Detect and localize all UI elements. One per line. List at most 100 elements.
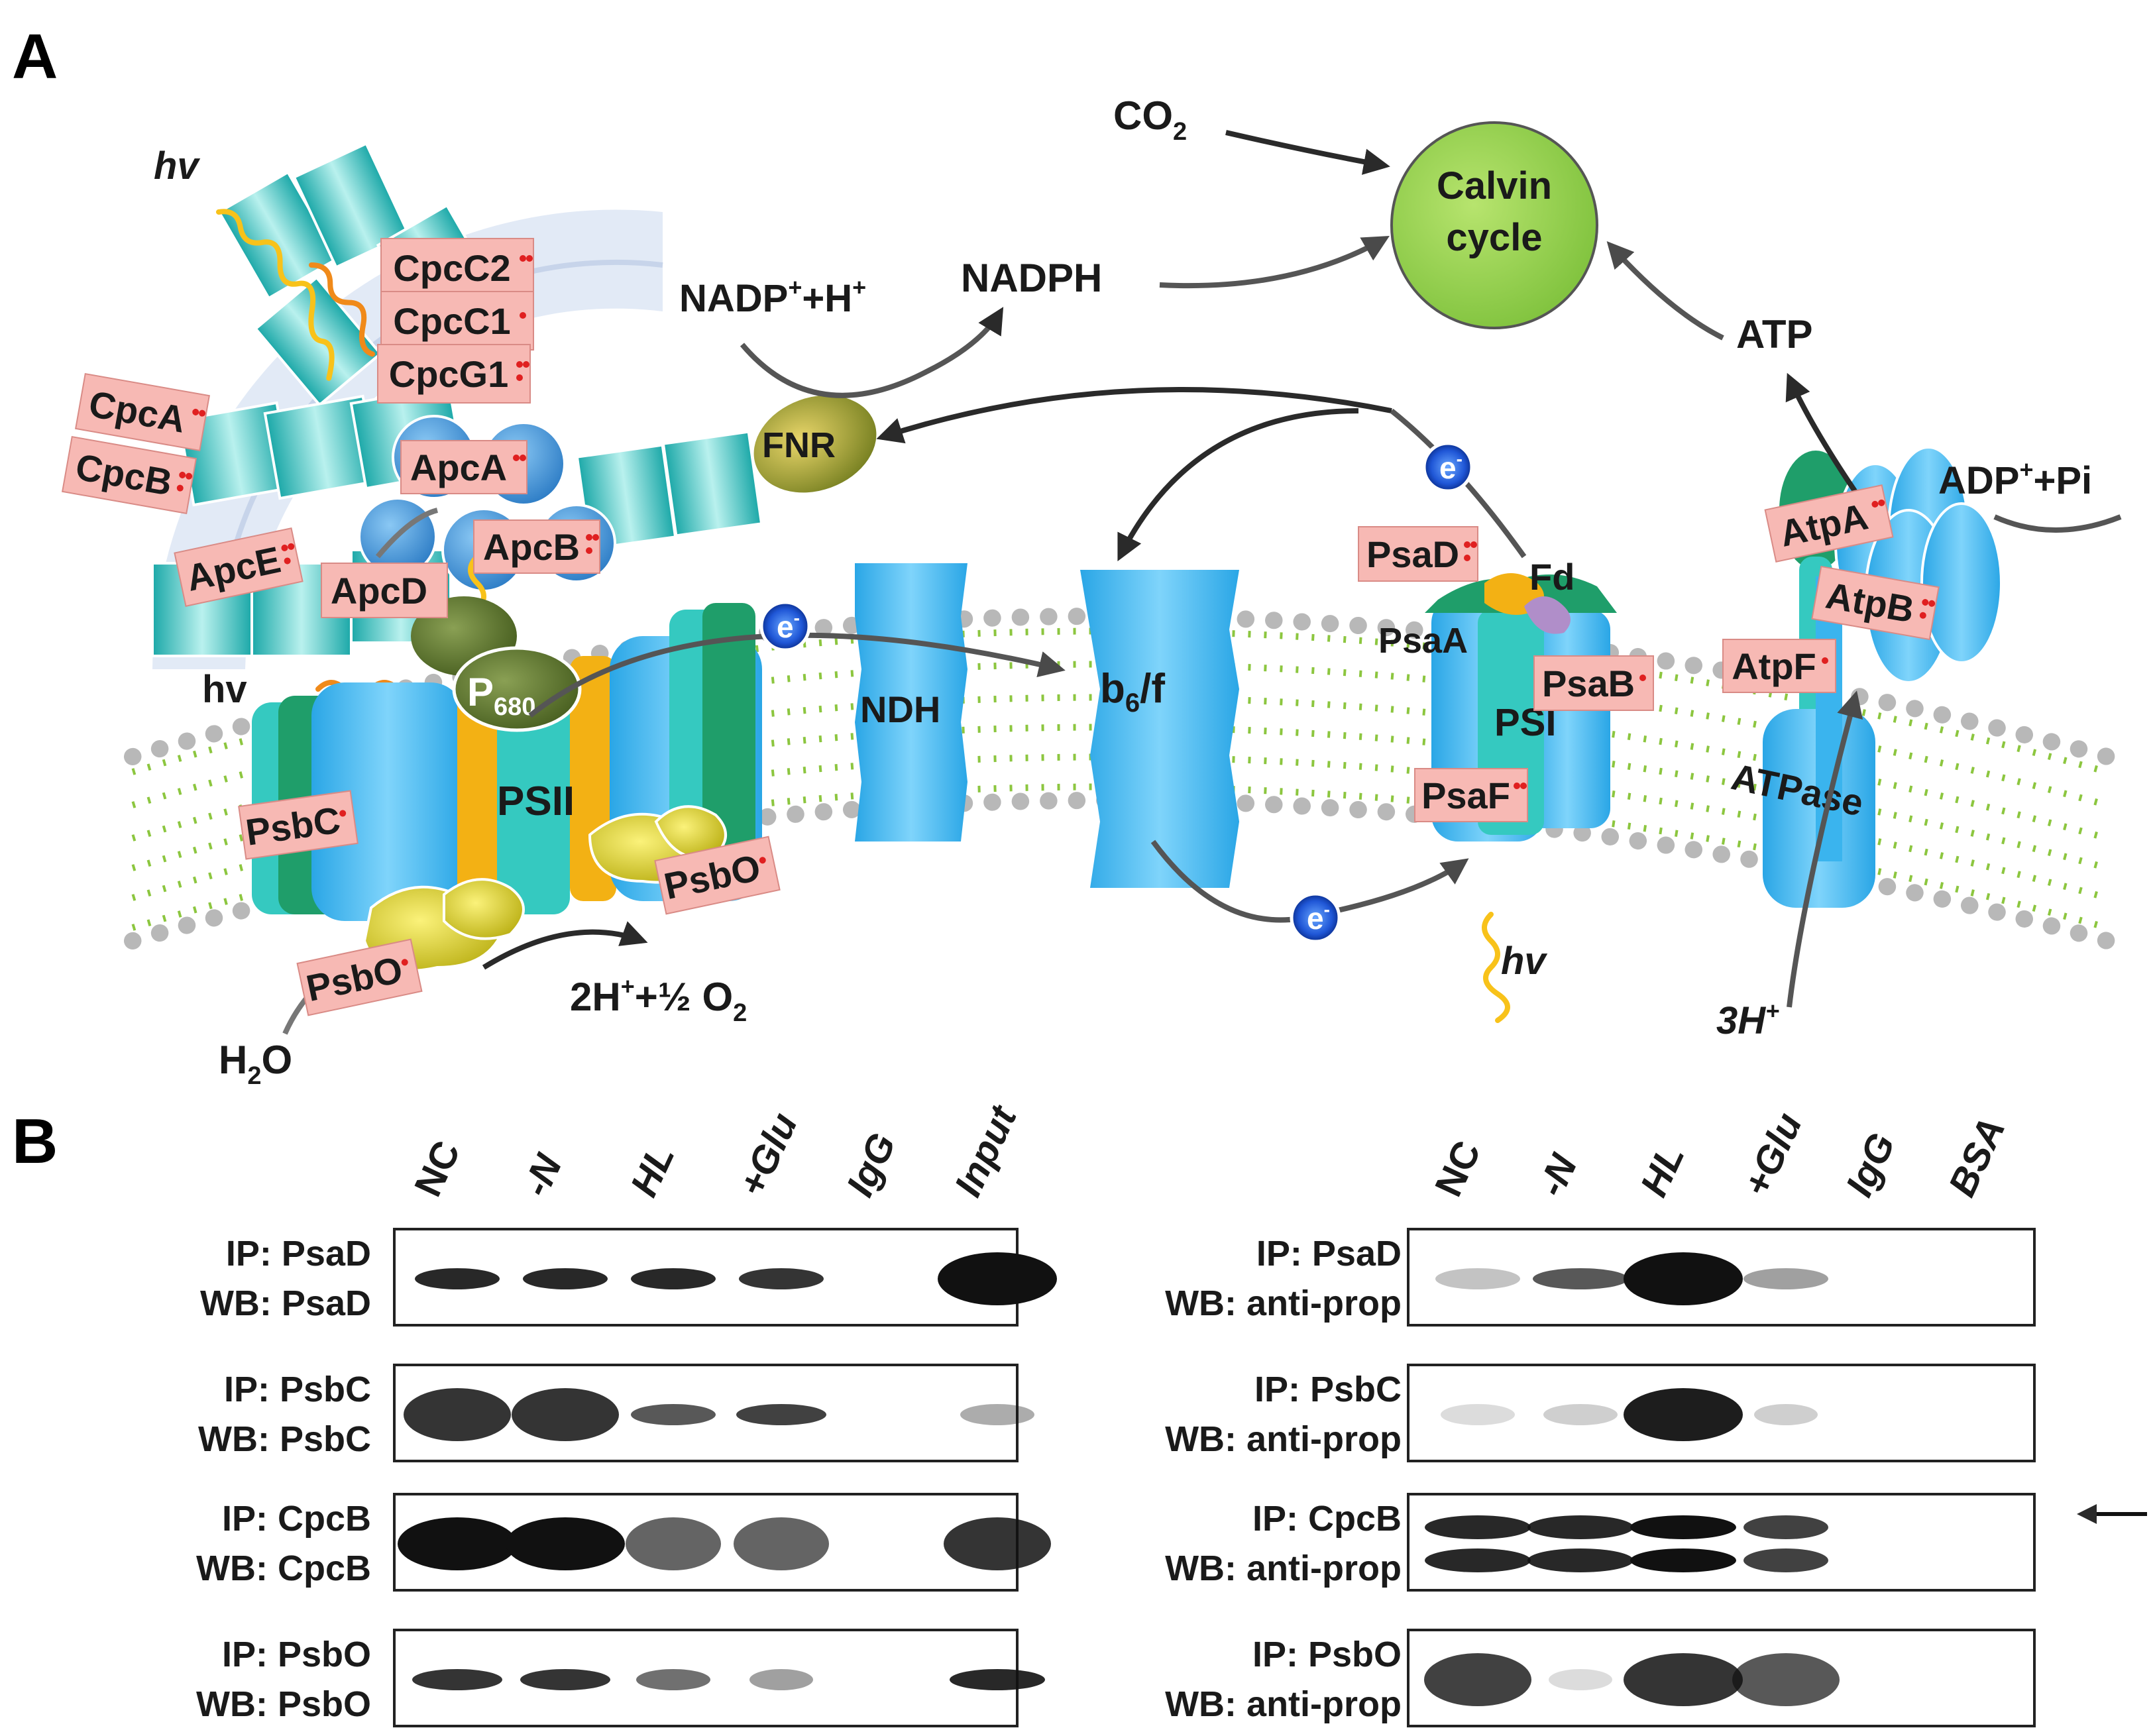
label-psab: PsaB (1533, 655, 1654, 711)
left-lane-3: +Glu (730, 1107, 806, 1203)
label-apcb: ApcB (473, 519, 600, 574)
p680-label: P680 (467, 670, 535, 721)
co2-label: CO2 (1113, 93, 1187, 146)
label-psbo-a: PsbO (296, 938, 423, 1016)
right-wb-label-0: WB: anti-prop (1165, 1283, 1402, 1323)
h2o-label: H2O (219, 1038, 292, 1090)
svg-text:PsaF: PsaF (1421, 775, 1510, 816)
right-band-2-3b (1743, 1548, 1828, 1572)
left-band-2-0 (398, 1517, 517, 1570)
nadp-label: NADP++H+ (679, 274, 866, 320)
left-band-0-0 (415, 1268, 500, 1289)
left-lane-1: -N (514, 1148, 571, 1203)
ndh-label: NDH (860, 688, 940, 730)
right-band-3-1 (1549, 1669, 1612, 1690)
left-band-0-1 (523, 1268, 608, 1289)
b6f-label: b6/f (1100, 666, 1165, 718)
left-lane-4: IgG (838, 1126, 905, 1203)
left-ip-label-2: IP: CpcB (222, 1499, 371, 1539)
label-atpa: AtpA (1764, 484, 1894, 563)
left-band-1-5 (960, 1404, 1034, 1425)
right-band-2-2a (1630, 1515, 1736, 1539)
atp-label: ATP (1736, 312, 1813, 356)
left-band-2-5 (944, 1517, 1051, 1570)
left-wb-label-2: WB: CpcB (196, 1548, 371, 1588)
hv-left-label: hv (202, 668, 247, 711)
left-band-0-5 (938, 1252, 1057, 1305)
label-cpcc1: CpcC1 (380, 291, 534, 351)
right-lane-2: HL (1632, 1138, 1693, 1203)
label-cpcb: CpcB (61, 435, 197, 515)
label-apce: ApcE (174, 527, 304, 608)
right-lane-5: BSA (1940, 1111, 2014, 1203)
right-blot-box-1 (1407, 1364, 2036, 1462)
svg-text:PsaB: PsaB (1542, 663, 1635, 704)
svg-text:PsaD: PsaD (1366, 533, 1459, 575)
nadph-label: NADPH (961, 256, 1102, 300)
label-psaf: PsaF (1414, 768, 1528, 822)
fd-label: Fd (1529, 556, 1575, 598)
right-band-1-1 (1543, 1404, 1618, 1425)
water-products-label: 2H++½ O2 (570, 973, 747, 1027)
right-band-2-3a (1743, 1515, 1828, 1539)
psaa-label: PsaA (1378, 621, 1468, 661)
right-ip-label-3: IP: PsbO (1252, 1635, 1402, 1674)
electron-2: e- (1422, 441, 1474, 493)
right-ip-label-1: IP: PsbC (1254, 1370, 1402, 1409)
left-lane-0: NC (406, 1134, 469, 1203)
svg-text:ApcD: ApcD (331, 570, 427, 612)
svg-text:CpcC1: CpcC1 (393, 300, 510, 342)
right-band-2-0a (1425, 1515, 1531, 1539)
calvin-line1: Calvin (1437, 164, 1552, 207)
right-lane-4: IgG (1838, 1126, 1904, 1203)
left-band-3-0 (412, 1669, 502, 1690)
label-apca: ApcA (400, 440, 527, 494)
psbo-subunits (362, 805, 727, 972)
left-wb-label-3: WB: PsbO (196, 1684, 371, 1724)
right-wb-label-2: WB: anti-prop (1165, 1548, 1402, 1588)
label-cpcg1: CpcG1 (377, 344, 531, 404)
adp-label: ADP++Pi (1938, 456, 2092, 502)
svg-text:CpcG1: CpcG1 (389, 353, 509, 395)
left-band-0-2 (631, 1268, 716, 1289)
left-band-2-2 (626, 1517, 721, 1570)
label-cpca: CpcA (74, 372, 211, 452)
svg-text:ApcB: ApcB (483, 526, 580, 568)
left-band-1-1 (512, 1388, 619, 1441)
right-band-0-2 (1624, 1252, 1743, 1305)
right-lane-0: NC (1427, 1134, 1489, 1203)
right-lane-3: +Glu (1735, 1107, 1810, 1203)
left-lane-2: HL (622, 1138, 683, 1203)
left-ip-label-0: IP: PsaD (226, 1234, 371, 1274)
right-lane-1: -N (1529, 1148, 1586, 1203)
left-lane-5: Input (946, 1098, 1026, 1203)
label-psbo-b: PsbO (654, 836, 781, 915)
right-band-2-0b (1425, 1548, 1531, 1572)
hv-bottom-label: hv (1501, 940, 1547, 983)
left-ip-label-3: IP: PsbO (222, 1635, 371, 1674)
right-band-0-1 (1533, 1268, 1628, 1289)
left-band-3-1 (520, 1669, 610, 1690)
ndh-complex (855, 563, 967, 841)
left-ip-label-1: IP: PsbC (224, 1370, 371, 1409)
left-band-2-1 (506, 1517, 625, 1570)
right-band-3-2 (1624, 1653, 1743, 1706)
fnr-label: FNR (762, 425, 836, 465)
panel-b-letter: B (12, 1106, 58, 1177)
svg-text:CpcC2: CpcC2 (393, 247, 510, 289)
protons-label: 3H+ (1716, 997, 1779, 1042)
right-band-1-3 (1754, 1404, 1818, 1425)
right-ip-label-0: IP: PsaD (1256, 1234, 1402, 1274)
right-band-0-0 (1435, 1268, 1520, 1289)
right-ip-label-2: IP: CpcB (1252, 1499, 1402, 1539)
label-apcd: ApcD (321, 563, 448, 618)
left-band-3-3 (749, 1669, 813, 1690)
electron-3: e- (1290, 892, 1341, 944)
left-band-1-2 (631, 1404, 716, 1425)
label-psbc: PsbC (238, 790, 359, 860)
right-blot-box-2 (1407, 1493, 2036, 1592)
right-wb-label-3: WB: anti-prop (1165, 1684, 1402, 1724)
